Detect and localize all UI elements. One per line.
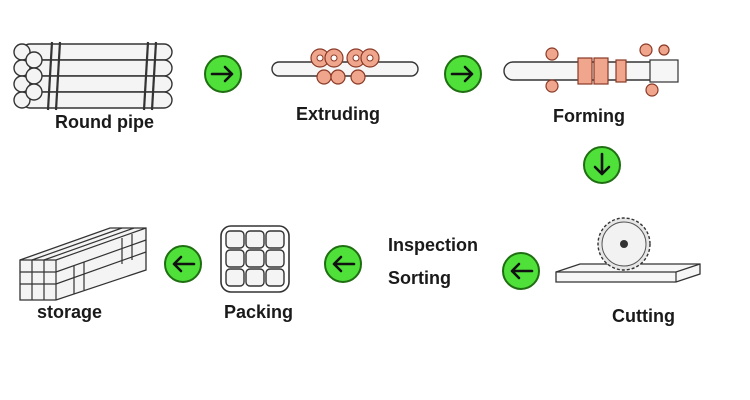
- arrow-circle-icon: [583, 146, 621, 184]
- storage-bundle-icon: [19, 227, 147, 301]
- step-label-packing: Packing: [224, 302, 294, 322]
- step-label-forming: Forming: [553, 106, 625, 126]
- cutting-saw-icon: [555, 217, 701, 283]
- packing-grid-icon: [220, 225, 290, 293]
- step-label-cutting: Cutting: [612, 306, 675, 326]
- extruding-rollers-icon: [271, 48, 419, 85]
- arrow-circle-icon: [324, 245, 362, 283]
- step-label-storage: storage: [37, 302, 103, 322]
- arrow-circle-icon: [444, 55, 482, 93]
- arrow-circle-icon: [204, 55, 242, 93]
- forming-rollers-icon: [503, 43, 679, 97]
- step-label-round-pipe: Round pipe: [55, 112, 154, 132]
- arrow-circle-icon: [164, 245, 202, 283]
- round-pipe-bundle-icon: [13, 41, 173, 111]
- step-label-extruding: Extruding: [296, 104, 380, 124]
- step-label-inspection: Inspection: [388, 235, 479, 255]
- step-label-sorting: Sorting: [388, 268, 451, 288]
- arrow-circle-icon: [502, 252, 540, 290]
